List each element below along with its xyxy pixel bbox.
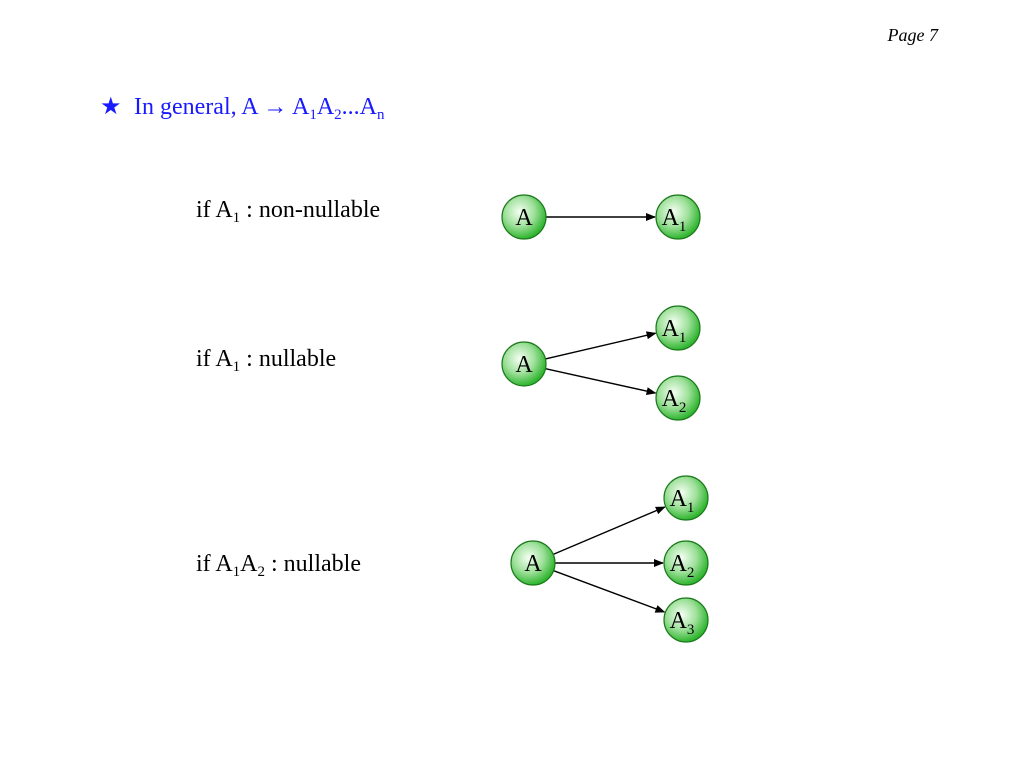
slide-heading: ★ In general, A → A1A2...An [100, 92, 385, 123]
node-source-1-label: A [515, 205, 533, 231]
arrow-icon: → [263, 94, 288, 120]
node-target-2-2-label: A2 [662, 386, 687, 416]
diagram-2: A A1A2 [501, 305, 701, 421]
node-target-2-1-label: A1 [662, 316, 687, 346]
condition-nullable: if A1 : nullable [196, 346, 337, 375]
node-target-2-1: A1 [655, 305, 701, 351]
condition-non-nullable: if A1 : non-nullable [196, 197, 381, 226]
node-target-3-3-circle [663, 597, 709, 643]
node-source-1-circle [501, 194, 547, 240]
node-target-1-1: A1 [655, 194, 701, 240]
diagram-1: A A1 [501, 194, 701, 240]
node-target-2-2-circle [655, 375, 701, 421]
heading-term-n: An [359, 94, 385, 123]
heading-ellipsis: ... [341, 94, 360, 120]
heading-term-1: A1 [291, 94, 317, 123]
node-target-3-3-label: A3 [670, 608, 695, 638]
node-source-1: A [501, 194, 547, 240]
edge-3-3 [553, 570, 666, 613]
edge-2-2 [545, 368, 657, 396]
node-target-3-1: A1 [663, 475, 709, 521]
edge-3-1 [552, 506, 666, 556]
page-number: Page 7 [887, 25, 938, 45]
node-target-3-1-circle [663, 475, 709, 521]
node-target-3-2-circle [663, 540, 709, 586]
node-target-2-1-circle [655, 305, 701, 351]
heading-term-2: A2 [316, 94, 342, 123]
node-target-3-3: A3 [663, 597, 709, 643]
star-bullet-icon: ★ [100, 94, 122, 120]
edge-2-1 [545, 331, 657, 360]
condition-a1a2-nullable: if A1A2 : nullable [196, 551, 361, 580]
node-target-1-1-label: A1 [662, 205, 687, 235]
node-source-3: A [510, 540, 556, 586]
node-target-3-2: A2 [663, 540, 709, 586]
node-source-2-label: A [515, 352, 533, 378]
node-target-2-2: A2 [655, 375, 701, 421]
node-target-3-1-label: A1 [670, 486, 695, 516]
heading-prefix: In general, A [134, 94, 258, 120]
node-source-2-circle [501, 341, 547, 387]
node-source-2: A [501, 341, 547, 387]
node-target-3-2-label: A2 [670, 551, 695, 581]
node-source-3-circle [510, 540, 556, 586]
node-target-1-1-circle [655, 194, 701, 240]
node-source-3-label: A [524, 551, 542, 577]
